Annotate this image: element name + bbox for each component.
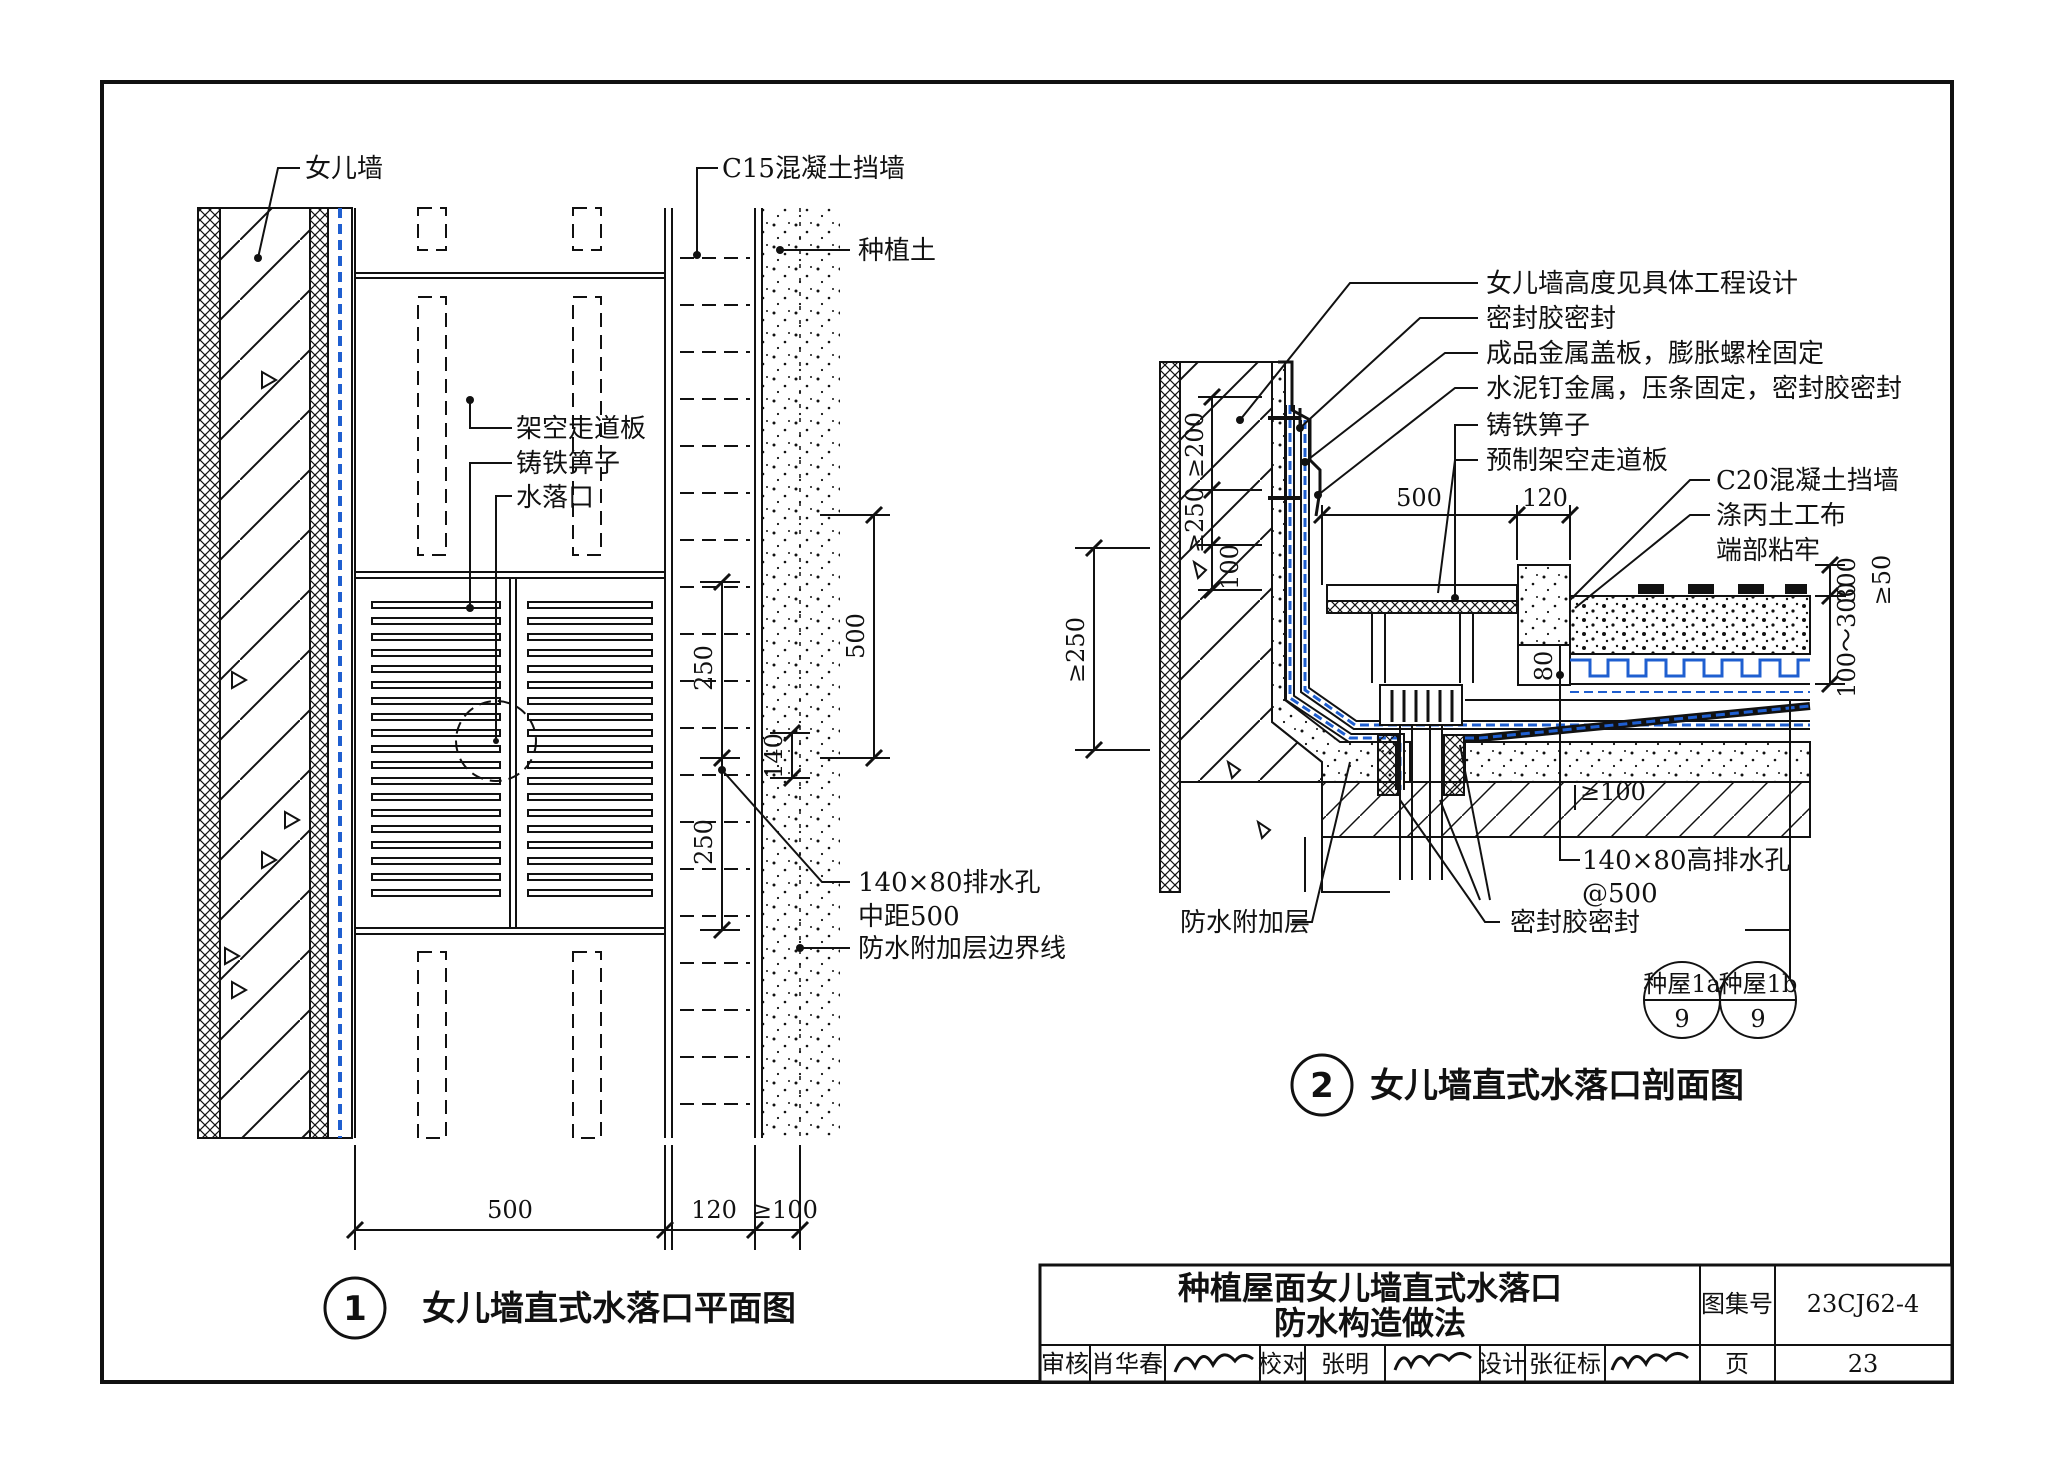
plan-dim-250-top: 250 (690, 645, 718, 691)
svg-text:种屋1a: 种屋1a (1643, 970, 1721, 998)
sec-label-drain-spacing: @500 (1582, 879, 1658, 909)
title-block: 种植屋面女儿墙直式水落口 防水构造做法 图集号 23CJ62-4 页 23 审核… (1038, 1263, 1954, 1384)
sec-label-glued-end: 端部粘牢 (1716, 536, 1820, 566)
label-c15-wall: C15混凝土挡墙 (722, 154, 905, 184)
sec-dim-100a: 100 (1216, 544, 1244, 590)
ref-circle-1a: 种屋1a 9 (1643, 961, 1721, 1039)
title-line-2: 防水构造做法 (1274, 1304, 1466, 1342)
review-signature (1173, 1353, 1254, 1373)
sec-dim-120: 120 (1522, 484, 1568, 512)
section-view: ≥200 ≥250 100 ≥250 500 120 80 300 ≥50 10… (1062, 269, 1902, 1117)
svg-text:9: 9 (1750, 1005, 1765, 1033)
svg-text:9: 9 (1674, 1005, 1689, 1033)
label-cast-iron-grate: 铸铁箅子 (516, 449, 620, 479)
label-walkway-board: 架空走道板 (516, 414, 646, 444)
sec-dim-300: 300 (1833, 557, 1861, 603)
section-parapet-outer (1159, 361, 1181, 893)
plan-title: 女儿墙直式水落口平面图 (422, 1289, 796, 1329)
plan-dim-120: 120 (691, 1196, 737, 1224)
check-name: 张明 (1321, 1350, 1369, 1378)
label-boundary-line: 防水附加层边界线 (858, 934, 1066, 964)
label-drain-spacing: 中距500 (858, 902, 960, 932)
design-name: 张征标 (1529, 1350, 1601, 1378)
sec-label-geotextile: 涤丙土工布 (1716, 501, 1846, 531)
plan-number: 1 (343, 1289, 367, 1329)
planting-soil-plan (762, 208, 840, 1138)
sheet-border (100, 80, 1954, 1384)
plan-dim-500-v: 500 (842, 613, 870, 659)
plan-dim-500: 500 (487, 1196, 533, 1224)
page-value: 23 (1848, 1350, 1879, 1378)
sec-label-sealant-bottom: 密封胶密封 (1510, 908, 1640, 938)
label-drain-hole: 140×80排水孔 (858, 868, 1041, 898)
plan-view: 500 120 ≥100 250 250 140 500 (197, 154, 1066, 1340)
sec-label-sealant-top: 密封胶密封 (1486, 304, 1616, 334)
plan-dim-140: 140 (760, 733, 788, 779)
section-screed-right (1464, 741, 1811, 783)
sec-label-walkway: 预制架空走道板 (1486, 446, 1668, 476)
atlas-value: 23CJ62-4 (1807, 1290, 1919, 1318)
sec-label-metal-cap: 成品金属盖板，膨胀螺栓固定 (1486, 339, 1824, 369)
label-planting-soil: 种植土 (858, 236, 936, 266)
sec-label-c20-wall: C20混凝土挡墙 (1716, 466, 1899, 496)
section-number-circle (1290, 1053, 1354, 1117)
review-name: 肖华春 (1091, 1350, 1163, 1378)
sec-dim-500: 500 (1396, 484, 1442, 512)
svg-text:种屋1b: 种屋1b (1719, 970, 1798, 998)
section-c20-wall (1517, 564, 1571, 646)
parapet-inner-skin (309, 207, 329, 1139)
sec-dim-250b: ≥250 (1062, 617, 1090, 683)
sec-label-parapet-height: 女儿墙高度见具体工程设计 (1486, 269, 1798, 299)
sec-label-grate: 铸铁箅子 (1486, 411, 1590, 441)
section-walkway-board (1326, 584, 1518, 602)
review-label: 审核 (1041, 1350, 1089, 1378)
check-label: 校对 (1258, 1350, 1306, 1378)
sec-dim-100b: ≥100 (1580, 778, 1646, 806)
sec-dim-250a: ≥250 (1181, 487, 1209, 553)
section-number: 2 (1310, 1066, 1334, 1106)
sec-label-additional-layer: 防水附加层 (1180, 908, 1310, 938)
plan-dim-100: ≥100 (752, 1196, 818, 1224)
plan-dim-250-bot: 250 (690, 819, 718, 865)
section-drainage-board (1570, 658, 1810, 678)
cast-iron-grate-plan (371, 578, 653, 928)
section-grate (1379, 684, 1463, 726)
sec-dim-100-300: 100～300 (1833, 582, 1861, 698)
section-slab (1321, 781, 1811, 838)
parapet-outer-skin (197, 207, 221, 1139)
check-signature (1393, 1352, 1472, 1371)
sec-dim-50: ≥50 (1868, 555, 1896, 606)
section-membrane (1285, 405, 1811, 790)
label-rain-outlet: 水落口 (516, 483, 594, 513)
sec-label-flashing: 水泥钉金属，压条固定，密封胶密封 (1486, 374, 1902, 404)
label-parapet: 女儿墙 (305, 154, 383, 184)
page-label: 页 (1725, 1350, 1749, 1378)
ref-circle-1b: 种屋1b 9 (1719, 961, 1798, 1039)
design-signature (1610, 1352, 1689, 1371)
design-label: 设计 (1478, 1350, 1526, 1378)
sec-label-drain-hole: 140×80高排水孔 (1582, 846, 1791, 876)
atlas-label: 图集号 (1701, 1290, 1773, 1318)
title-line-1: 种植屋面女儿墙直式水落口 (1178, 1269, 1562, 1307)
sec-dim-200: ≥200 (1181, 412, 1209, 478)
sec-dim-80: 80 (1530, 651, 1558, 682)
section-title: 女儿墙直式水落口剖面图 (1370, 1066, 1744, 1106)
section-gravel (1569, 595, 1811, 655)
plan-number-circle (323, 1276, 387, 1340)
